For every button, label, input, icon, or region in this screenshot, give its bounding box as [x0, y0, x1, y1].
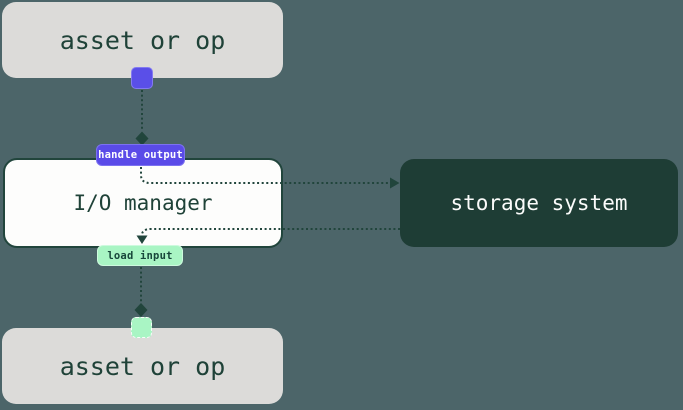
node-asset-or-op-top-label: asset or op	[59, 25, 226, 55]
node-io-manager-label: I/O manager	[73, 191, 213, 215]
diamond-arrowhead-bottom	[134, 303, 148, 317]
node-storage-system-label: storage system	[450, 191, 628, 215]
input-port-square[interactable]	[131, 317, 152, 338]
edge-storage-to-loader	[141, 228, 400, 236]
handle-output-badge[interactable]: handle output	[96, 144, 185, 166]
load-input-badge[interactable]: load input	[97, 245, 183, 266]
handle-output-badge-label: handle output	[98, 149, 183, 161]
arrowhead-into-storage	[390, 177, 400, 189]
node-storage-system[interactable]: storage system	[400, 159, 678, 247]
arrowhead-into-load-input	[136, 235, 148, 244]
edge-handler-to-storage	[140, 167, 389, 184]
load-input-badge-label: load input	[107, 249, 173, 262]
node-asset-or-op-top[interactable]: asset or op	[2, 2, 283, 78]
diamond-arrowhead-top	[135, 131, 149, 146]
output-port-square[interactable]	[131, 67, 153, 89]
node-asset-or-op-bottom[interactable]: asset or op	[2, 328, 283, 404]
node-asset-or-op-bottom-label: asset or op	[59, 351, 226, 381]
